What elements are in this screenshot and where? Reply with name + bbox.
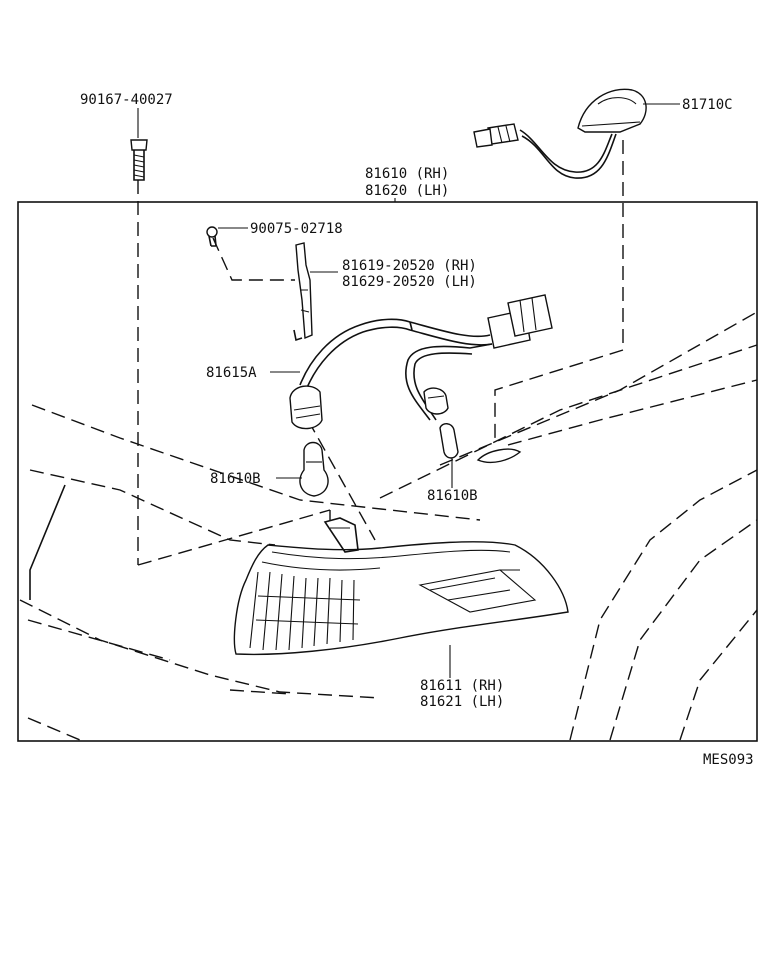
label-screw: 90167-40027 [80, 92, 173, 108]
label-bracket-rh: 81619-20520 (RH) [342, 258, 477, 274]
guide-lines [137, 140, 624, 566]
socket-harness-icon [289, 294, 553, 430]
label-side-lamp: 81710C [682, 97, 733, 113]
diagram-code: MES093 [703, 752, 754, 768]
marker-opening-icon [476, 448, 522, 464]
label-bolt: 90075-02718 [250, 221, 343, 237]
screw-icon [130, 139, 148, 181]
wedge-bulb-icon [439, 423, 459, 488]
label-lens-rh: 81611 (RH) [420, 678, 504, 694]
label-socket: 81615A [206, 365, 257, 381]
assembly-frame [17, 201, 758, 742]
lamp-lens-icon [233, 517, 569, 656]
label-bulb-left: 81610B [210, 471, 261, 487]
vehicle-body-outline [19, 311, 758, 741]
label-assy-rh: 81610 (RH) [365, 166, 449, 182]
bolt-icon [206, 226, 218, 247]
side-marker-lamp-icon [473, 88, 647, 179]
label-assy-lh: 81620 (LH) [365, 183, 449, 199]
bulb-icon [299, 441, 329, 497]
label-bulb-right: 81610B [427, 488, 478, 504]
label-bracket-lh: 81629-20520 (LH) [342, 274, 477, 290]
bracket-icon [293, 242, 313, 342]
label-lens-lh: 81621 (LH) [420, 694, 504, 710]
